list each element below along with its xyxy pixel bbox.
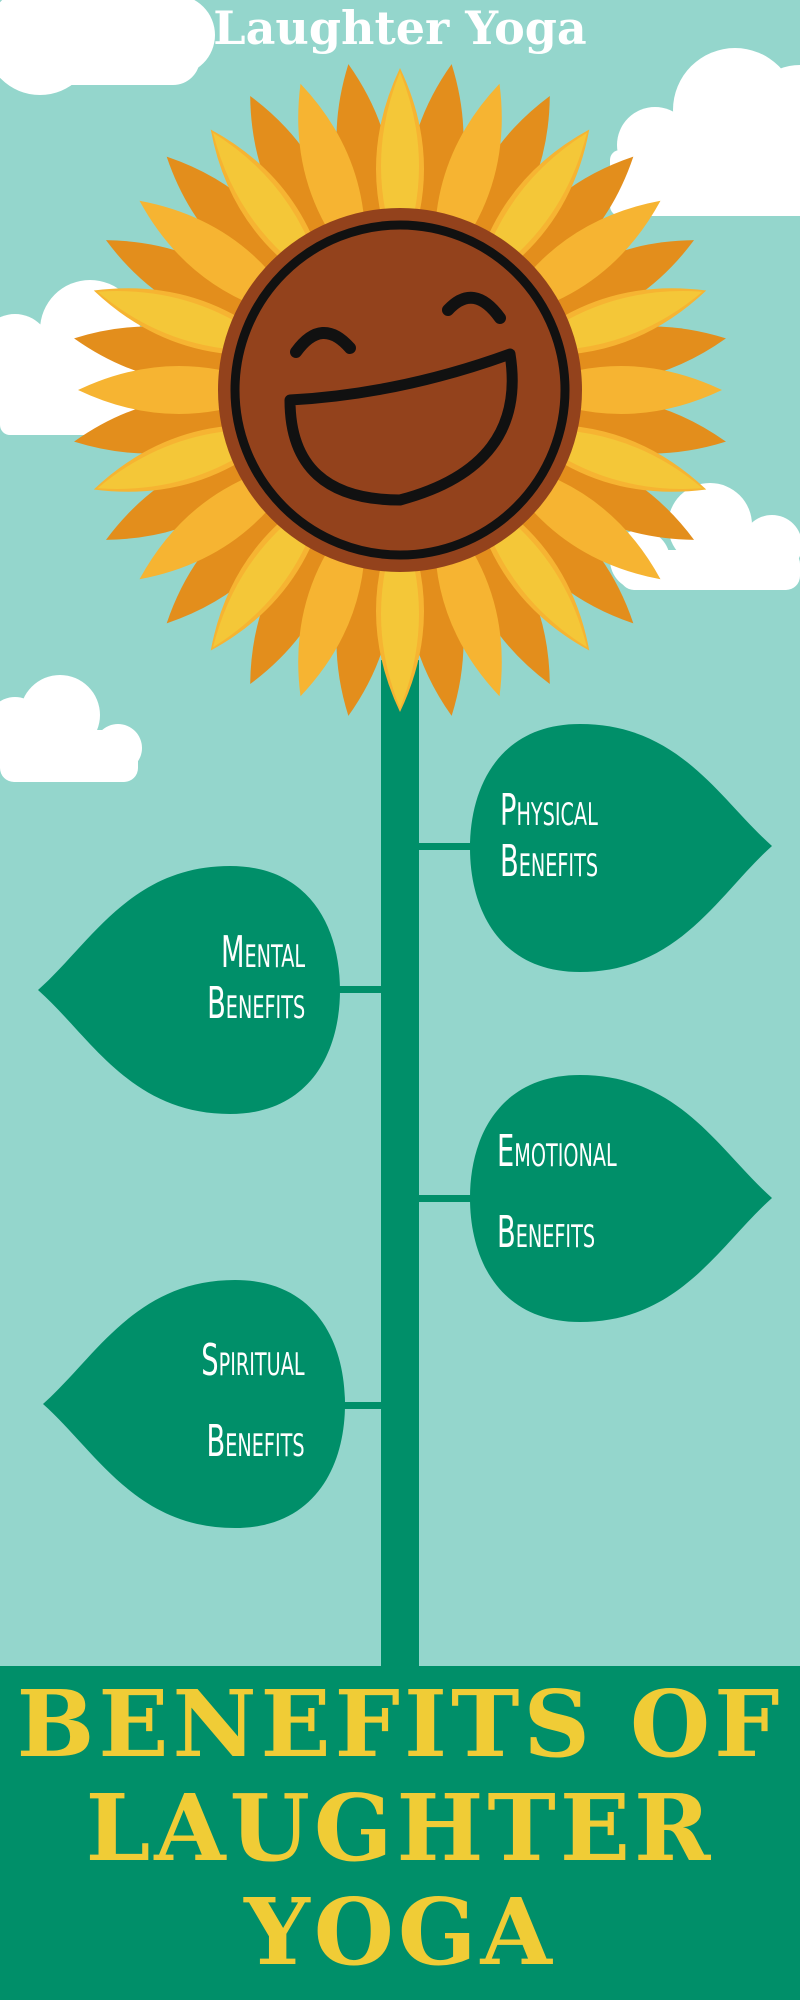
cloud-top-right: [610, 48, 800, 216]
branch-emotional: [419, 1195, 475, 1202]
page-title: Laughter Yoga: [213, 1, 587, 55]
leaf-label-physical: Physical Benefits: [500, 785, 599, 887]
leaf-mental: [38, 866, 340, 1114]
branch-physical: [419, 843, 475, 850]
sunflower-stem: [381, 660, 419, 1670]
leaf-label-spiritual: Spiritual Benefits: [201, 1335, 305, 1467]
banner-title-line-3: YOGA: [244, 1878, 556, 1986]
banner-title-line-1: BENEFITS OF: [16, 1670, 784, 1778]
laughing-face-icon: [218, 208, 582, 572]
bottom-banner: [0, 1666, 800, 2000]
cloud-top-left: [0, 0, 215, 95]
branch-spiritual: [334, 1402, 381, 1409]
leaf-label-mental: Mental Benefits: [206, 927, 305, 1029]
branch-mental: [330, 986, 381, 993]
leaf-label-emotional: Emotional Benefits: [497, 1126, 617, 1258]
leaf-physical: [470, 724, 772, 972]
leaf-emotional: [470, 1075, 772, 1322]
cloud-lower-left: [0, 675, 142, 782]
leaf-spiritual: [43, 1280, 345, 1528]
banner-title-line-2: LAUGHTER: [85, 1774, 715, 1882]
banner-title: BENEFITS OF LAUGHTER YOGA: [0, 1672, 800, 1984]
